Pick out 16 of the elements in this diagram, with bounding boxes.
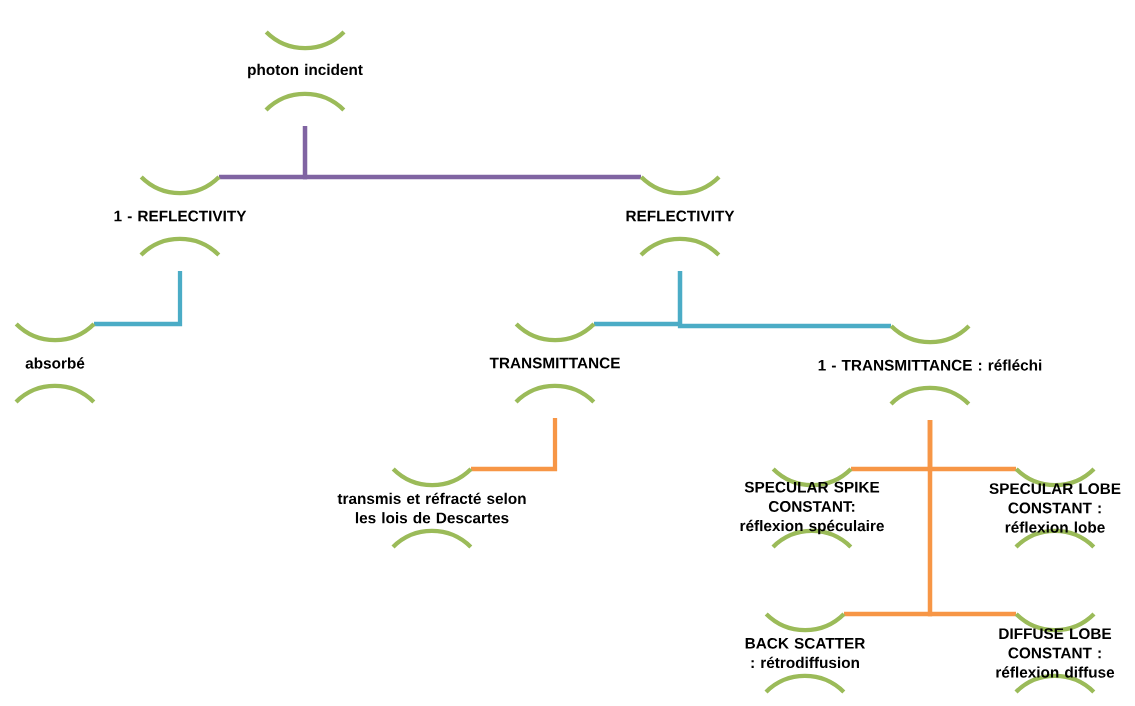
- connector-line: [677, 271, 891, 329]
- circle-node: TRANSMITTANCE: [489, 322, 620, 404]
- circle-node: REFLECTIVITY: [626, 175, 735, 257]
- connector-line: [471, 418, 558, 472]
- circle-node: SPECULAR LOBE CONSTANT : réflexion lobe: [989, 467, 1121, 549]
- connector-line: [927, 420, 1016, 617]
- circle-node: BACK SCATTER : rétrodiffusion: [745, 612, 865, 694]
- circle-node: 1 - REFLECTIVITY: [114, 175, 247, 257]
- circle-node: photon incident: [248, 30, 363, 112]
- circle-node: absorbé: [14, 322, 96, 404]
- circle-node: DIFFUSE LOBE CONSTANT : réflexion diffuse: [996, 612, 1115, 694]
- circle-node: 1 - TRANSMITTANCE : réfléchi: [818, 324, 1042, 406]
- circle-node: SPECULAR SPIKE CONSTANT: réflexion spéculaire: [740, 467, 884, 549]
- connector-line: [94, 271, 183, 327]
- connector-line: [302, 126, 641, 180]
- circle-node: transmis et réfracté selon les lois de Descartes: [337, 467, 526, 549]
